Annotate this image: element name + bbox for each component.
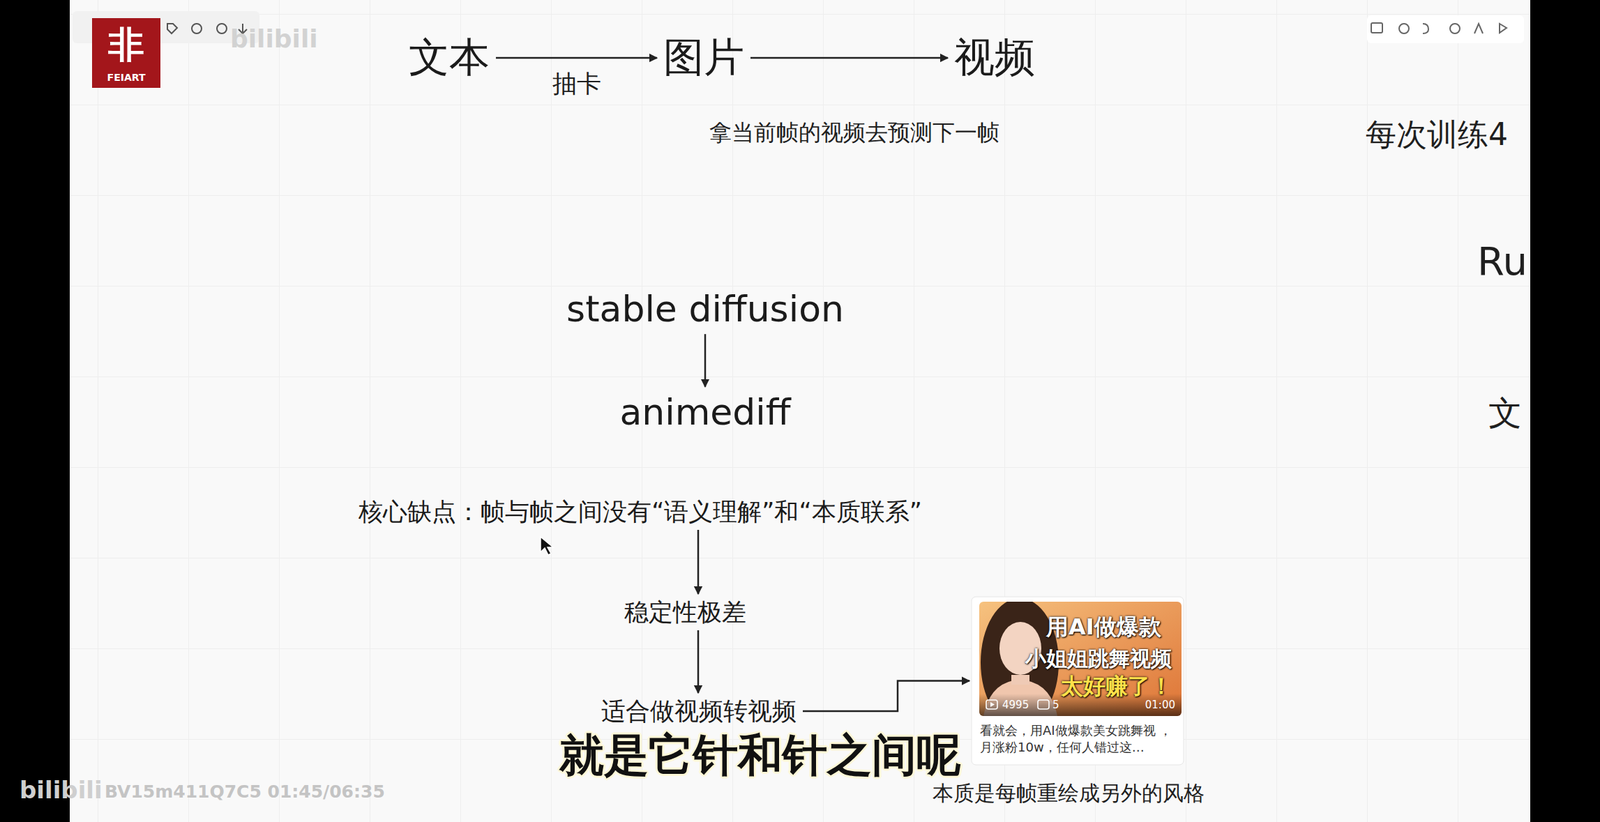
- text-node: stable diffusion: [562, 285, 849, 332]
- connector-arrow: [704, 334, 707, 388]
- connector-arrow: [697, 530, 700, 595]
- connector-arrow: [750, 57, 948, 60]
- free-label: 每次训练4: [1365, 119, 1508, 150]
- toolbar-icons: [1371, 23, 1507, 34]
- node-text: 图片: [663, 33, 745, 83]
- text-node: animediff: [615, 389, 795, 436]
- thumbnail-text: 小姐姐跳舞视频: [1025, 647, 1172, 671]
- free-label: BV15m411Q7C5 01:45/06:35: [104, 783, 386, 801]
- mouse-cursor: [540, 537, 554, 556]
- thumbnail-text: 用AI做爆款: [1046, 615, 1162, 640]
- toolbar-panel: [1367, 15, 1524, 44]
- connector-arrow: [697, 630, 700, 694]
- free-label: 本质是每帧重绘成另外的风格: [932, 783, 1205, 805]
- free-label: 文: [1488, 396, 1522, 430]
- node-text: animediff: [619, 390, 791, 434]
- free-label: 拿当前帧的视频去预测下一帧: [709, 121, 1000, 144]
- node-text: 核心缺点：帧与帧之间没有“语义理解”和“本质联系”: [358, 497, 923, 527]
- letterbox-bar: [0, 0, 70, 822]
- text-node: 视频: [949, 32, 1040, 84]
- thumbnail-node: 用AI做爆款小姐姐跳舞视频太好赚了！ 4995 5 01:00 看就会，用AI做爆款美女…: [971, 597, 1184, 766]
- free-label: FEIART: [107, 72, 146, 83]
- thumbnail-text: 太好赚了！: [1060, 674, 1173, 699]
- connector-arrow: [495, 57, 658, 60]
- node-text: 文本: [408, 33, 490, 83]
- text-node: 稳定性极差: [620, 596, 751, 629]
- video-subtitle: 就是它针和针之间呢: [559, 733, 962, 778]
- thumbnail-image: [979, 601, 1182, 717]
- thumbnail-text: 看就会，用AI做爆款美女跳舞视 ，月涨粉10w，任何人错过这…: [979, 722, 1180, 757]
- letterbox-bar: [1530, 0, 1600, 822]
- thumbnail-card: [971, 597, 1184, 766]
- node-text: 适合做视频转视频: [601, 696, 797, 727]
- thumbnail-text: 01:00: [1145, 699, 1176, 712]
- text-node: 核心缺点：帧与帧之间没有“语义理解”和“本质联系”: [354, 495, 927, 528]
- node-text: 视频: [954, 33, 1036, 83]
- free-label: bilibili: [19, 778, 103, 803]
- edge-label: 抽卡: [552, 71, 602, 97]
- logo-square: [92, 18, 161, 88]
- node-text: stable diffusion: [566, 287, 844, 331]
- free-label: 非: [108, 26, 145, 63]
- text-node: 文本: [404, 32, 494, 84]
- node-text: 稳定性极差: [624, 597, 747, 628]
- text-node: 适合做视频转视频: [597, 695, 801, 728]
- connector-arrow: [802, 681, 970, 713]
- thumbnail-text: 5: [1052, 699, 1060, 712]
- text-node: 图片: [659, 32, 749, 84]
- free-label: bilibili: [230, 26, 319, 52]
- free-label: Ru: [1477, 242, 1528, 282]
- thumbnail-text: 4995: [1002, 699, 1029, 712]
